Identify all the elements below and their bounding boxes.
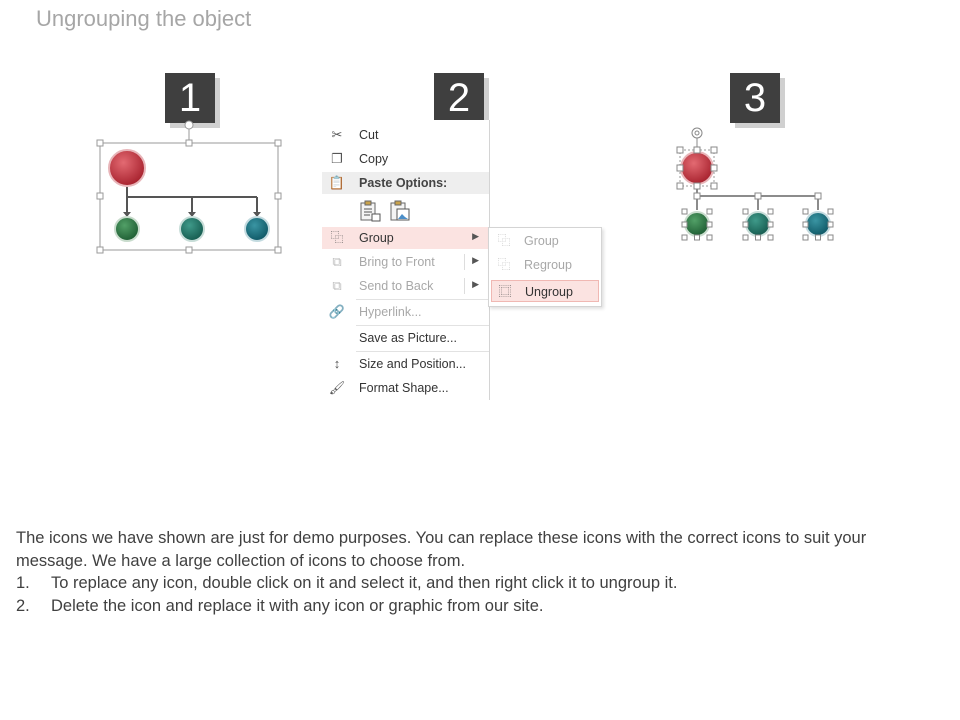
menu-item-send-to-back[interactable]: ⧉ Send to Back ▶ [322,275,489,297]
submenu-arrow-icon: ▶ [472,231,479,241]
menu-item-label: Send to Back [359,279,434,293]
menu-item-label: Format Shape... [359,381,449,395]
copy-icon: ❐ [331,151,343,166]
split-divider [464,254,465,270]
submenu-arrow-icon: ▶ [472,255,479,265]
menu-item-label: Bring to Front [359,255,435,269]
bring-to-front-icon: ⧉ [332,254,342,269]
send-to-back-icon: ⧉ [332,278,342,293]
menu-item-hyperlink[interactable]: 🔗 Hyperlink... [322,301,489,323]
step-number: 2. [16,596,30,615]
submenu-item-label: Regroup [524,258,572,272]
step-1-badge: 1 [165,73,215,123]
menu-item-format-shape[interactable]: 🖌 Format Shape... [322,377,489,399]
submenu-item-group[interactable]: ⿻ Group [491,230,599,252]
menu-item-cut[interactable]: ✂ Cut [322,124,489,146]
menu-item-bring-to-front[interactable]: ⧉ Bring to Front ▶ [322,251,489,273]
menu-item-label: Save as Picture... [359,331,457,345]
menu-item-size-and-position[interactable]: ↕ Size and Position... [322,353,489,375]
submenu-item-label: Group [524,234,559,248]
description-step-1: 1. To replace any icon, double click on i… [16,572,946,595]
submenu-item-label: Ungroup [525,285,573,299]
regroup-icon: ⿻ [497,257,511,272]
description-block: The icons we have shown are just for dem… [16,527,946,617]
group-submenu: ⿻ Group ⿻ Regroup ⿴ Ungroup [488,227,602,307]
format-shape-icon: 🖌 [328,380,346,395]
paste-keep-formatting-icon[interactable] [358,199,382,223]
menu-separator [356,325,489,326]
group-icon: ⿻ [330,230,344,245]
paste-icon: 📋 [328,175,346,190]
ungroup-icon: ⿴ [498,284,512,299]
description-intro: The icons we have shown are just for dem… [16,529,867,570]
menu-separator [356,351,489,352]
split-divider [464,278,465,294]
page-title: Ungrouping the object [36,6,252,31]
scissors-icon: ✂ [331,127,343,142]
step-2-badge: 2 [434,73,484,123]
step-text: Delete the icon and replace it with any … [51,596,544,615]
menu-item-label: Cut [359,128,379,142]
submenu-item-ungroup[interactable]: ⿴ Ungroup [491,280,599,302]
menu-item-label: Size and Position... [359,357,467,371]
step-3-badge: 3 [730,73,780,123]
menu-item-label: Group [359,231,394,245]
submenu-arrow-icon: ▶ [472,279,479,289]
grouped-hierarchy-graphic[interactable] [90,115,290,260]
menu-item-group[interactable]: ⿻ Group ▶ [322,227,489,249]
step-text: To replace any icon, double click on it … [51,574,678,592]
paste-as-picture-icon[interactable] [388,199,412,223]
menu-item-copy[interactable]: ❐ Copy [322,148,489,170]
submenu-item-regroup[interactable]: ⿻ Regroup [491,254,599,276]
menu-separator [356,299,489,300]
context-menu: ✂ Cut ❐ Copy 📋 Paste Options: ⿻ Group ▶ … [322,120,490,400]
step-number: 1. [16,574,30,592]
menu-header-paste-options: 📋 Paste Options: [322,172,489,194]
menu-item-label: Paste Options: [359,176,448,190]
paste-options-row [322,198,489,224]
menu-item-label: Hyperlink... [359,305,422,319]
description-step-2: 2. Delete the icon and replace it with an… [16,595,946,618]
hyperlink-icon: 🔗 [328,304,346,319]
menu-item-save-as-picture[interactable]: Save as Picture... [322,327,489,349]
menu-item-label: Copy [359,152,389,166]
ungrouped-hierarchy-graphic[interactable] [670,120,850,250]
group-icon: ⿻ [497,233,511,248]
size-position-icon: ↕ [333,356,341,371]
